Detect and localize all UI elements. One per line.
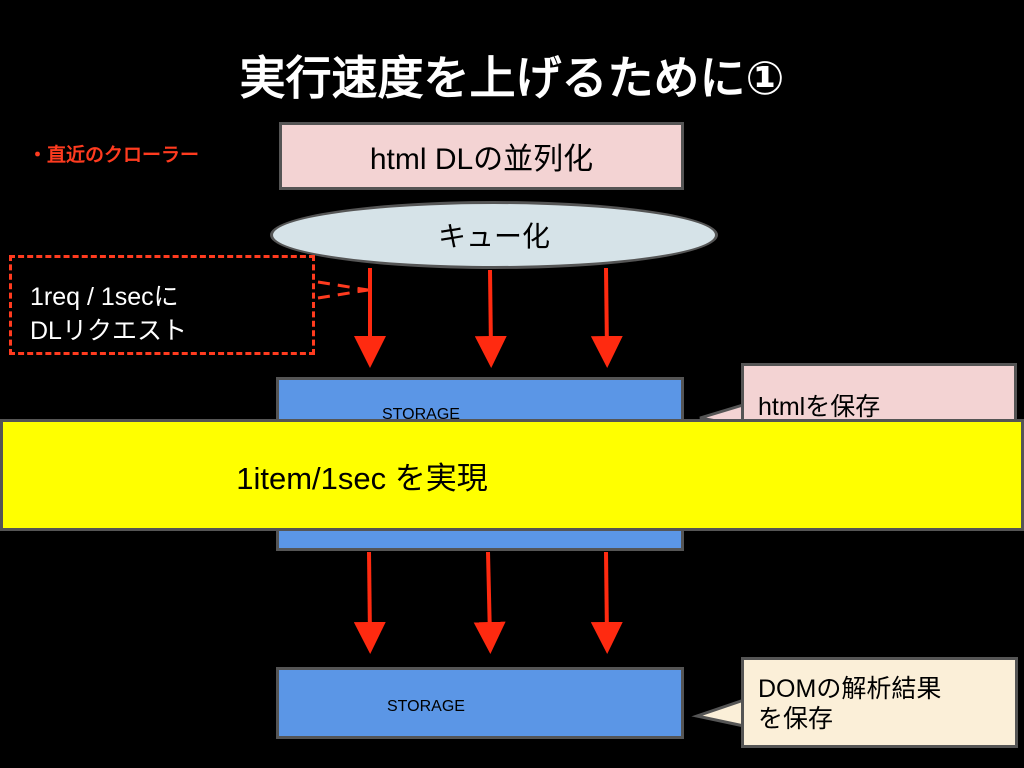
arrow-storage-storage-1 <box>353 551 386 654</box>
slide-title: 実行速度を上げるために① <box>239 51 785 105</box>
dashed-pointer-arrow <box>317 280 369 300</box>
arrow-queue-storage-3 <box>590 267 623 368</box>
request-rate-note: 1req / 1secに DLリクエスト <box>9 255 315 355</box>
request-rate-line2: DLリクエスト <box>30 317 187 345</box>
html-download-box: html DLの並列化 <box>279 122 684 190</box>
bullet-recent-crawler: ・直近のクローラー <box>28 144 200 166</box>
request-rate-line1: 1req / 1secに <box>30 283 179 311</box>
storage-label: STORAGE <box>382 406 460 423</box>
queue-ellipse: キュー化 <box>270 201 718 269</box>
arrow-storage-storage-2 <box>473 551 506 654</box>
arrow-queue-storage-2 <box>474 269 507 368</box>
callout-tail-dom <box>691 697 746 728</box>
callout-save-dom: DOMの解析結果 を保存 <box>741 657 1018 748</box>
storage-box-dom: STORAGE <box>276 667 684 739</box>
callout-dom-line2: を保存 <box>758 705 834 733</box>
throughput-banner: 1item/1sec を実現 <box>0 419 1024 531</box>
callout-dom-line1: DOMの解析結果 <box>758 675 942 703</box>
arrow-storage-storage-3 <box>590 551 623 654</box>
storage-label: STORAGE <box>387 698 465 715</box>
